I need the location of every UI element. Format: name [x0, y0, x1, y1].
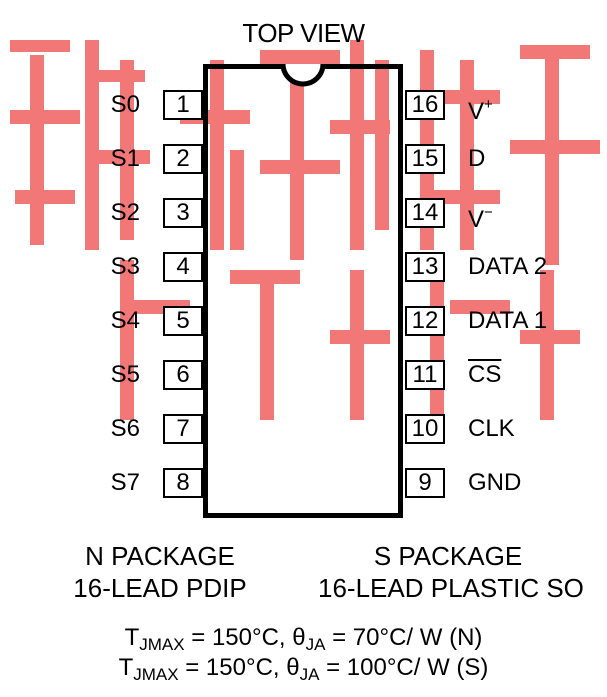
pin-label-s0: S0: [110, 91, 140, 118]
pin-number-12: 12: [405, 306, 445, 336]
pin-label-s2: S2: [110, 199, 140, 226]
s-package-line1: S PACKAGE: [373, 541, 523, 571]
pin-number-10: 10: [405, 414, 445, 444]
pin-number-4: 4: [163, 252, 203, 282]
top-view-title: TOP VIEW: [242, 18, 365, 48]
pin-label-cs: CS: [468, 361, 502, 388]
pin-number-7: 7: [163, 414, 203, 444]
pin-number-15: 15: [405, 144, 445, 174]
pin-label-s3: S3: [110, 253, 140, 280]
s-package-caption: S PACKAGE 16-LEAD PLASTIC SO: [318, 540, 584, 604]
pin-label-s6: S6: [110, 415, 140, 442]
pin-number-6: 6: [163, 360, 203, 390]
pin-number-13: 13: [405, 252, 445, 282]
pin-number-3: 3: [163, 198, 203, 228]
pin-number-14: 14: [405, 198, 445, 228]
pin-number-16: 16: [405, 90, 445, 120]
pin-number-11: 11: [405, 360, 445, 390]
pin-number-9: 9: [405, 468, 445, 498]
pin-label-data1: DATA 1: [468, 307, 548, 334]
pin-label-vminus: V−: [468, 204, 493, 233]
pin-label-s1: S1: [110, 145, 140, 172]
pin-number-8: 8: [163, 468, 203, 498]
pin-label-data2: DATA 2: [468, 253, 548, 280]
n-package-line1: N PACKAGE: [85, 541, 235, 571]
pin-label-d: D: [468, 145, 486, 172]
pin-number-1: 1: [163, 90, 203, 120]
pin-label-s4: S4: [110, 307, 140, 334]
pin-label-s7: S7: [110, 469, 140, 496]
pin-label-gnd: GND: [468, 469, 522, 496]
pin1-notch: [280, 64, 326, 87]
pin-label-s5: S5: [110, 361, 140, 388]
pin-label-clk: CLK: [468, 415, 515, 442]
thermal-spec-s: TJMAX = 150°C, θJA = 100°C/ W (S): [118, 654, 489, 684]
pin-label-vplus: V+: [468, 96, 493, 125]
n-package-line2: 16-LEAD PDIP: [73, 573, 247, 603]
n-package-caption: N PACKAGE 16-LEAD PDIP: [60, 540, 260, 604]
ic-package-outline: [203, 64, 403, 518]
thermal-spec-n: TJMAX = 150°C, θJA = 70°C/ W (N): [124, 624, 483, 654]
s-package-line2: 16-LEAD PLASTIC SO: [318, 573, 584, 603]
pin-number-2: 2: [163, 144, 203, 174]
pin-number-5: 5: [163, 306, 203, 336]
